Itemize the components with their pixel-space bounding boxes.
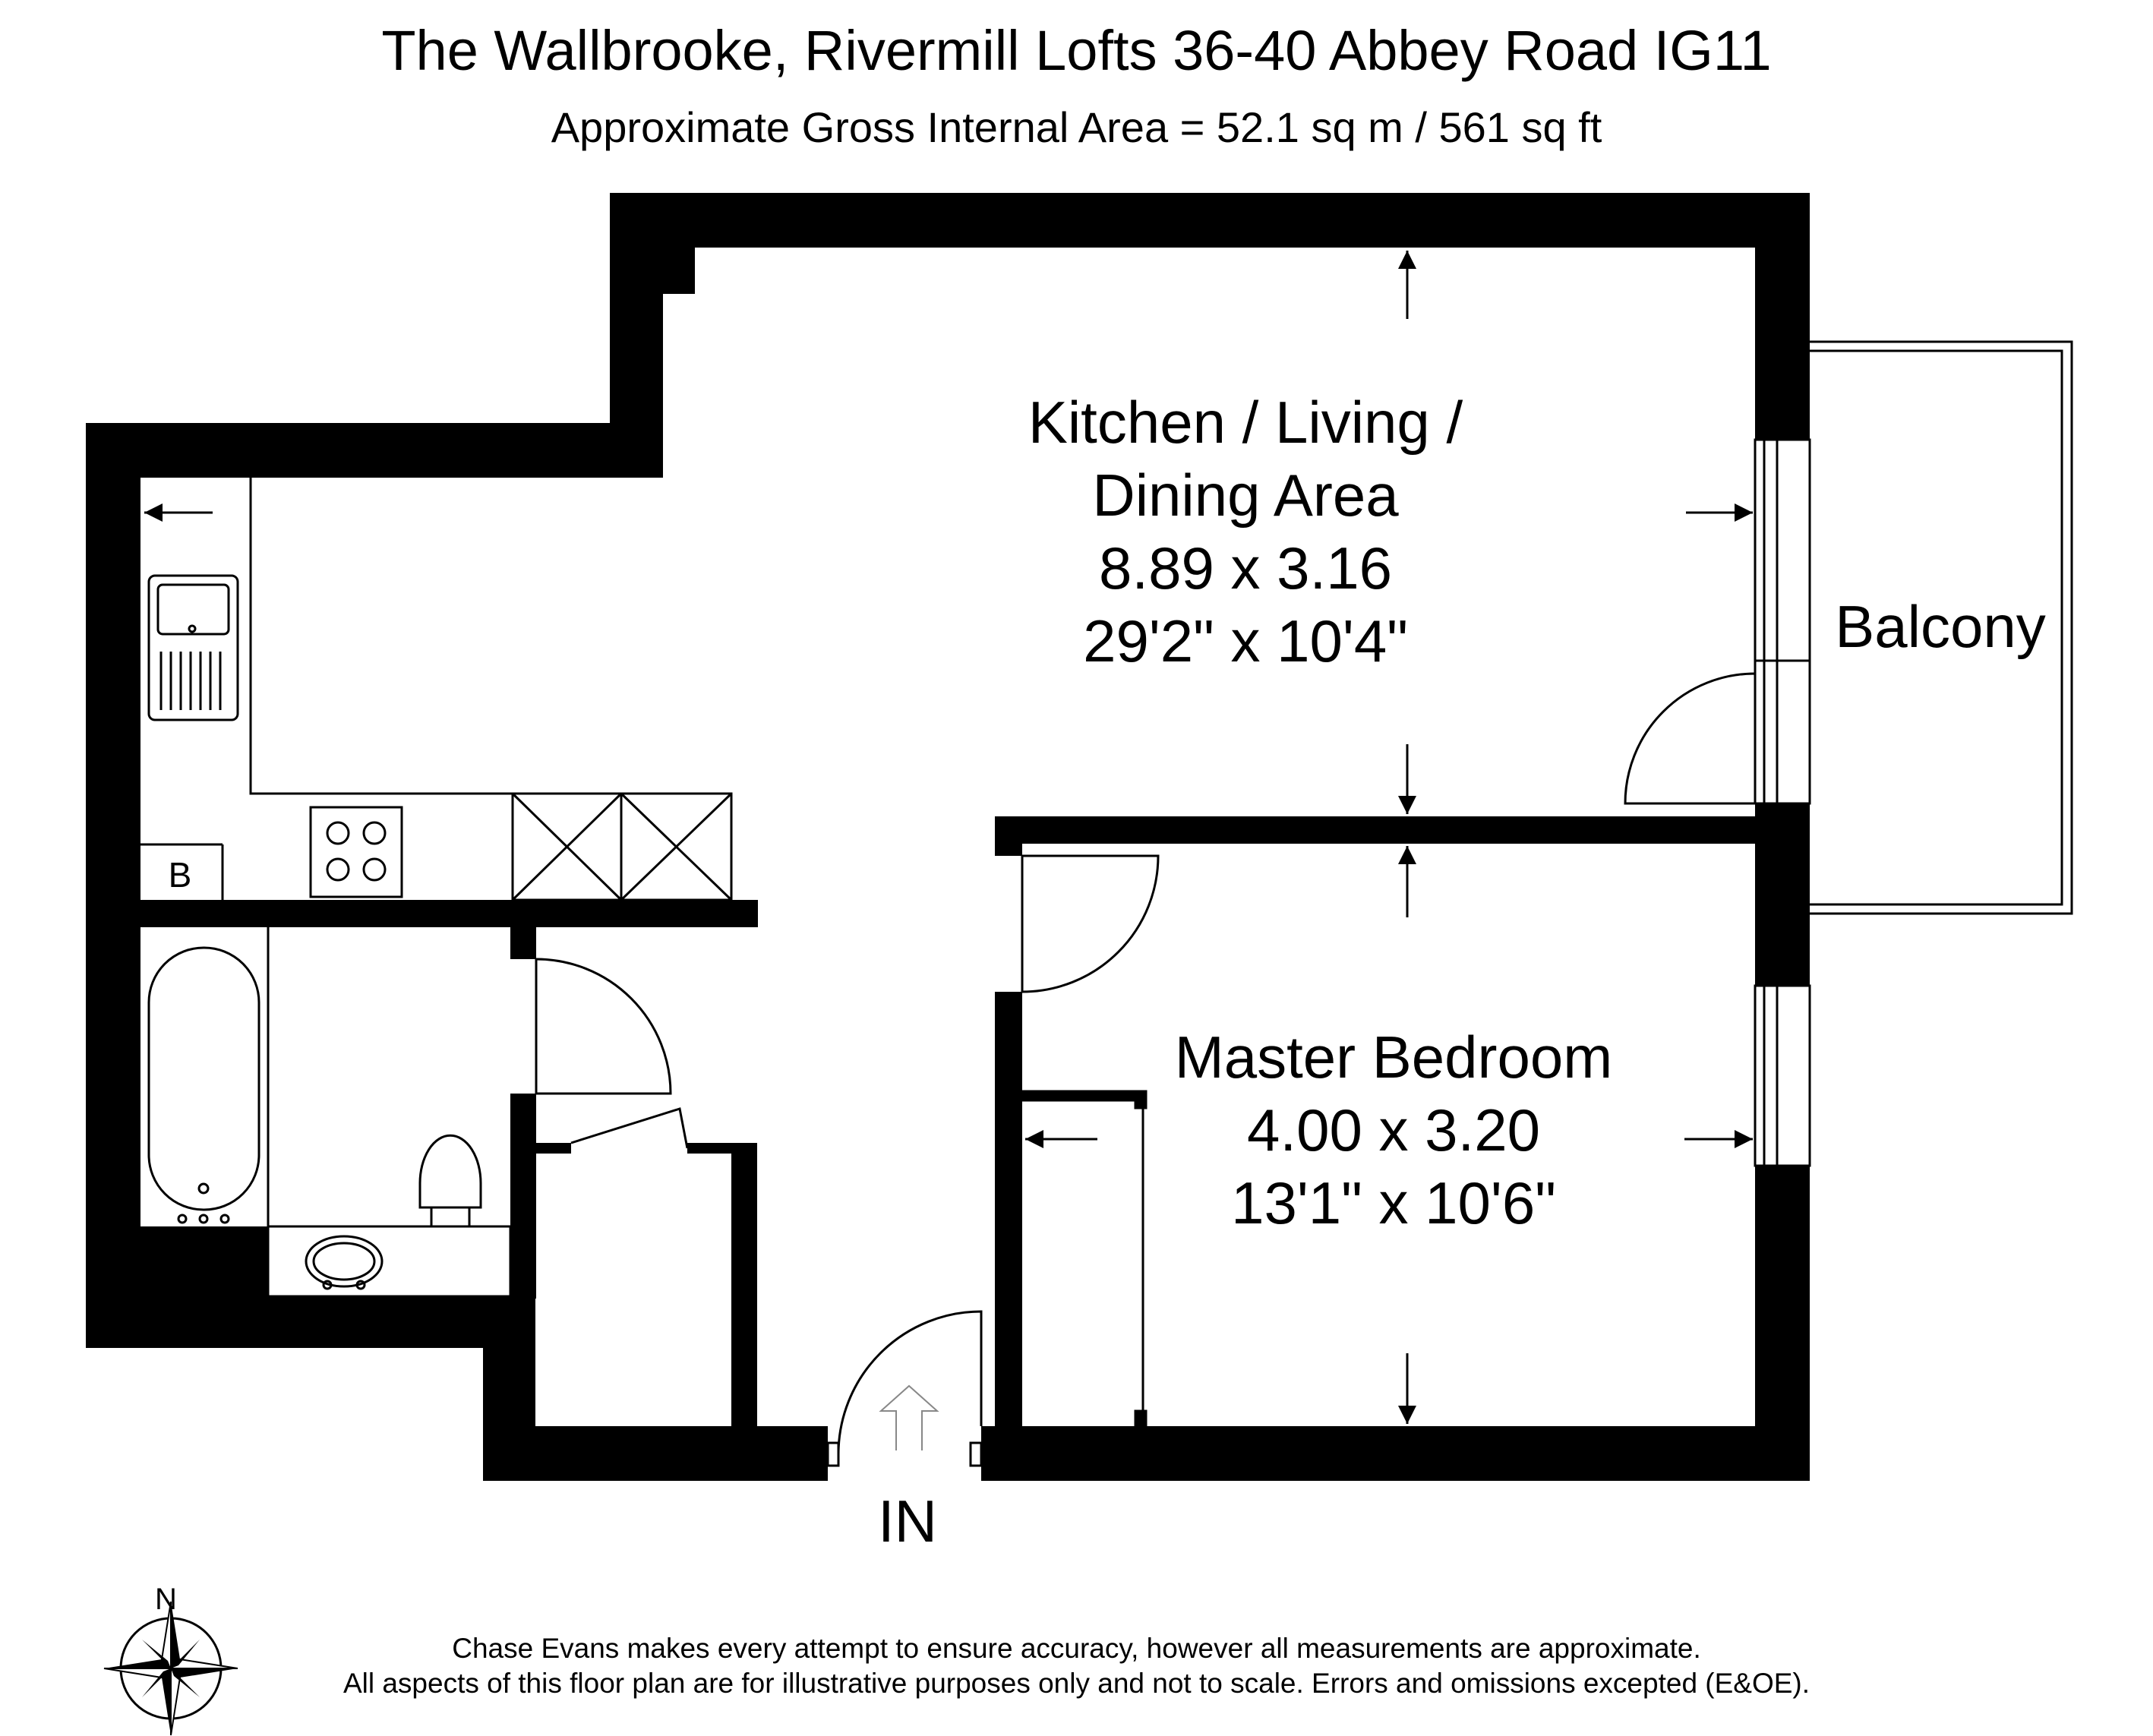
bedroom-imperial: 13'1" x 10'6" xyxy=(1231,1169,1556,1236)
bathroom-fittings xyxy=(147,927,512,1298)
kitchen-name-line1: Kitchen / Living / xyxy=(1028,389,1463,456)
wardrobe xyxy=(1021,1090,1148,1428)
wall-right-middle xyxy=(1755,803,1810,986)
wall-right-upper xyxy=(1755,193,1810,440)
bedroom-metric: 4.00 x 3.20 xyxy=(1247,1097,1540,1163)
wall-bath-bottom-left xyxy=(86,1226,268,1296)
wall-left-outer xyxy=(86,423,140,1348)
balcony-door xyxy=(1624,672,1757,805)
entrance-arrow xyxy=(879,1384,939,1450)
hob xyxy=(309,806,403,898)
master-bedroom-label: Master Bedroom 4.00 x 3.20 13'1" x 10'6" xyxy=(1094,1021,1694,1239)
entrance-label: IN xyxy=(878,1488,937,1555)
wall-left-top xyxy=(86,423,663,478)
gross-internal-area: Approximate Gross Internal Area = 52.1 s… xyxy=(551,103,1602,151)
wall-bath-right-lower xyxy=(510,1094,536,1299)
wall-bedroom-top xyxy=(995,816,1755,844)
entrance-door xyxy=(837,1310,983,1455)
bedroom-door xyxy=(1021,854,1160,993)
disclaimer-line1: Chase Evans makes every attempt to ensur… xyxy=(452,1633,1701,1664)
dimension-arrows xyxy=(144,251,1753,1424)
wall-bottom-right xyxy=(981,1426,1810,1481)
bathroom-door xyxy=(535,958,672,1095)
windows xyxy=(1754,438,1811,1167)
kitchen-metric: 8.89 x 3.16 xyxy=(1099,535,1392,601)
balcony-outline xyxy=(1810,340,2073,915)
kitchen-name-line2: Dining Area xyxy=(1092,462,1399,529)
compass-north-label: N xyxy=(155,1583,177,1616)
disclaimer-line2: All aspects of this floor plan are for i… xyxy=(343,1668,1810,1699)
appliance-2 xyxy=(620,792,733,901)
balcony-label: Balcony xyxy=(1835,593,2046,660)
cupboard-door-upper xyxy=(570,1107,689,1149)
plan-title: The Wallbrooke, Rivermill Lofts 36-40 Ab… xyxy=(381,19,1772,82)
wall-bath-door-stub xyxy=(510,1143,571,1154)
kitchen-worktop xyxy=(140,478,733,901)
wall-kitchen-bath-partition xyxy=(86,900,758,927)
wall-right-lower xyxy=(1755,1166,1810,1481)
toilet xyxy=(418,1134,482,1209)
kitchen-imperial: 29'2" x 10'4" xyxy=(1083,608,1408,674)
basin-counter xyxy=(267,1225,512,1298)
basin xyxy=(305,1235,384,1288)
wall-bottom-mid xyxy=(483,1426,828,1481)
disclaimer: Chase Evans makes every attempt to ensur… xyxy=(0,1631,2153,1701)
wall-bedroom-left-lower xyxy=(995,992,1022,1426)
wall-bath-right-upper xyxy=(510,927,536,959)
kitchen-sink xyxy=(147,574,239,721)
wall-bottom-left xyxy=(86,1296,535,1348)
wall-top xyxy=(610,193,1810,248)
walls xyxy=(86,193,1810,1481)
kitchen-living-label: Kitchen / Living / Dining Area 8.89 x 3.… xyxy=(930,386,1561,677)
compass-icon xyxy=(103,1601,238,1736)
wall-cupboard-right xyxy=(731,1143,757,1428)
wall-bedroom-left-upper xyxy=(995,816,1022,856)
bedroom-name: Master Bedroom xyxy=(1174,1024,1613,1091)
bathtub xyxy=(147,946,260,1211)
doors xyxy=(535,672,1757,1467)
boiler-label: B xyxy=(169,855,192,895)
